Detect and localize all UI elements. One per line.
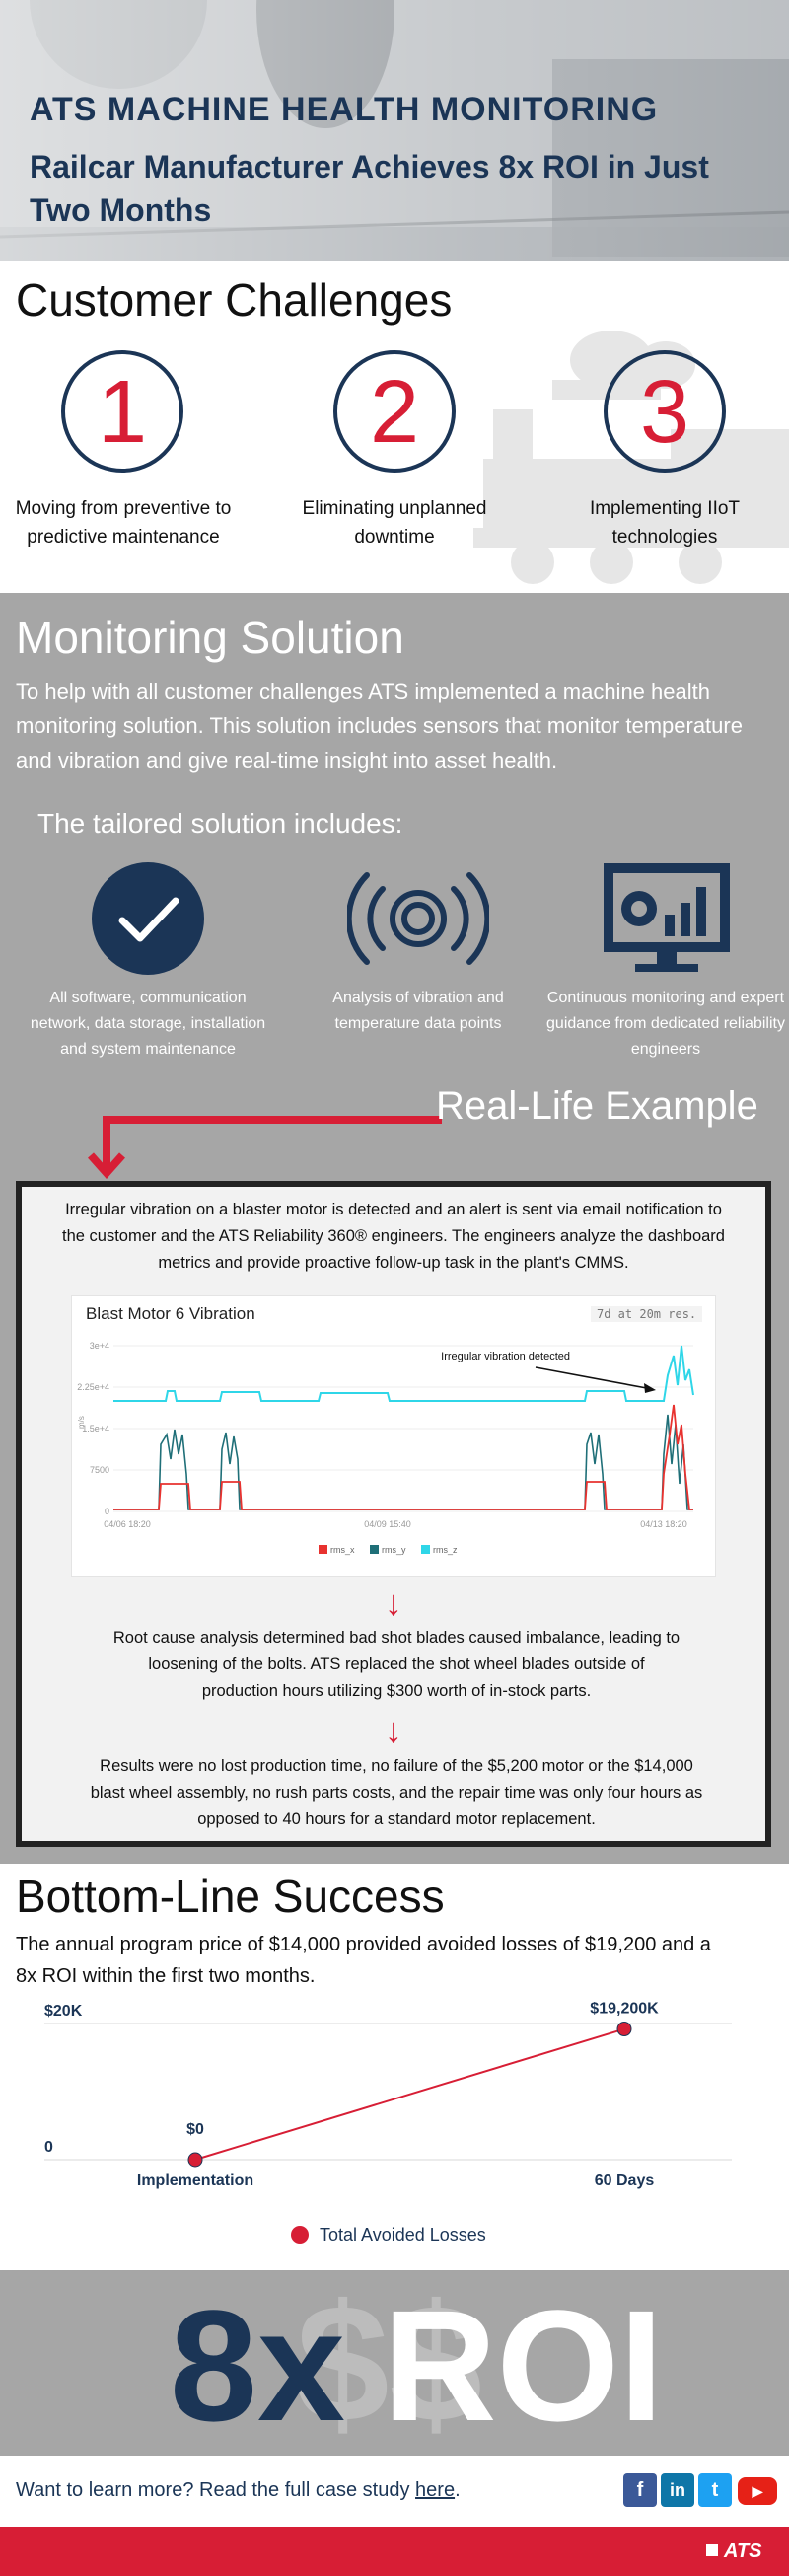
dollar-watermark: $$ [296,2270,483,2456]
roi-legend-swatch [291,2226,309,2244]
example-section: Irregular vibration on a blaster motor i… [0,1181,789,1864]
facebook-icon[interactable]: f [623,2473,657,2507]
y-tick-label: 1.5e+4 [82,1424,109,1434]
bottom-line-text: The annual program price of $14,000 prov… [16,1934,711,1987]
footer-bar: ATS [0,2527,789,2576]
checkmark-icon [92,862,204,975]
solution-subheading: The tailored solution includes: [37,808,403,839]
example-frame: Irregular vibration on a blaster motor i… [16,1181,771,1847]
legend-swatch-rms-x [319,1545,327,1554]
challenge-text-3: Implementing IIoT technologies [589,498,741,548]
challenge-number-1: 1 [61,350,183,473]
down-arrow-2: ↓ [385,1710,402,1750]
feature-text-software: All software, communication network, dat… [30,990,266,1058]
feature-text-monitoring: Continuous monitoring and expert guidanc… [546,990,785,1058]
roi-y-tick-top: $20K [44,2003,83,2020]
solution-intro: To help with all customer challenges ATS… [16,679,743,773]
cta-section: Want to learn more? Read the full case s… [0,2456,789,2527]
time-range-button[interactable]: 7d at 20m res. [591,1306,703,1322]
youtube-icon[interactable]: ▶ [738,2477,777,2505]
example-intro: Irregular vibration on a blaster motor i… [62,1201,725,1272]
roi-legend-label: Total Avoided Losses [320,2225,486,2245]
ats-logo: ATS [724,2540,762,2562]
red-elbow-arrow [88,1116,442,1180]
roi-y-tick-bottom: 0 [44,2139,53,2156]
bottom-line-heading: Bottom-Line Success [16,1871,445,1922]
results-text: Results were no lost production time, no… [90,1757,703,1828]
cta-text: Want to learn more? Read the full case s… [16,2479,461,2502]
locomotive-watermark-icon [473,331,789,584]
root-cause-text: Root cause analysis determined bad shot … [112,1629,681,1700]
dashboard-title: Blast Motor 6 Vibration [86,1304,255,1323]
challenge-text-1: Moving from preventive to predictive mai… [15,498,232,548]
challenge-text-2: Eliminating unplanned downtime [302,498,487,548]
cta-suffix: . [455,2479,461,2501]
roi-data-label-2: $19,200K [590,2001,659,2018]
vibration-dashboard-panel: Blast Motor 6 Vibration 7d at 20m res. 3… [71,1295,716,1577]
roi-point-2 [616,2022,632,2037]
y-tick-label: 7500 [90,1465,109,1475]
hero-title: ATS MACHINE HEALTH MONITORING [30,91,659,128]
vibration-sensor-icon [347,872,489,965]
legend-swatch-rms-z [421,1545,430,1554]
roi-point-1 [187,2152,203,2168]
roi-category-label-1: Implementation [137,2172,253,2189]
legend-label-rms-x: rms_x [330,1545,355,1555]
monitor-dashboard-icon [604,863,730,972]
y-tick-label: 0 [105,1507,109,1516]
twitter-icon[interactable]: t [698,2473,732,2507]
challenge-number-3: 3 [604,350,726,473]
y-axis-unit: m/s [77,1416,86,1429]
roi-banner: $$ 8x ROI [0,2270,789,2456]
hero-subtitle: Railcar Manufacturer Achieves 8x ROI in … [30,149,709,228]
solution-heading: Monitoring Solution [16,612,404,663]
rms-x-line [113,1404,693,1510]
down-arrow-1: ↓ [385,1582,402,1623]
challenges-heading: Customer Challenges [16,274,453,326]
legend-label-rms-y: rms_y [382,1545,406,1555]
case-study-link[interactable]: here [415,2479,456,2501]
anomaly-annotation: Irregular vibration detected [441,1351,570,1362]
x-tick-label: 04/06 18:20 [104,1519,151,1529]
challenge-number-2: 2 [333,350,456,473]
x-tick-label: 04/13 18:20 [640,1519,687,1529]
roi-number: 8x [170,2277,345,2454]
rms-z-line [113,1345,694,1402]
linkedin-icon[interactable]: in [661,2473,694,2507]
hero-overlay [0,0,789,261]
y-tick-label: 3e+4 [90,1341,109,1351]
annotation-arrow-line [535,1366,653,1390]
cta-prefix: Want to learn more? Read the full case s… [16,2479,416,2501]
hero-banner: ATS MACHINE HEALTH MONITORING Railcar Ma… [0,0,789,261]
legend-swatch-rms-y [370,1545,379,1554]
roi-series-line [194,2027,625,2161]
real-life-example-label: Real-Life Example [436,1084,758,1128]
ats-logo-square-icon [706,2544,718,2556]
annotation-arrow-head [644,1383,656,1393]
y-tick-label: 2.25e+4 [77,1382,109,1392]
roi-label: ROI [383,2277,664,2454]
roi-data-label-1: $0 [186,2121,204,2138]
challenges-section: Customer Challenges 1 2 3 Moving from pr… [0,261,789,593]
legend-label-rms-z: rms_z [433,1545,458,1555]
roi-category-label-2: 60 Days [595,2172,655,2189]
x-tick-label: 04/09 15:40 [364,1519,411,1529]
vibration-chart: 3e+4 2.25e+4 1.5e+4 7500 0 m/s 04/06 18:20 04/0… [77,1341,694,1555]
feature-text-analysis: Analysis of vibration and temperature da… [332,990,504,1032]
rms-y-line [113,1414,693,1510]
bottom-line-section: Bottom-Line Success The annual program p… [0,1864,789,2270]
solution-section: Monitoring Solution To help with all cus… [0,593,789,1181]
